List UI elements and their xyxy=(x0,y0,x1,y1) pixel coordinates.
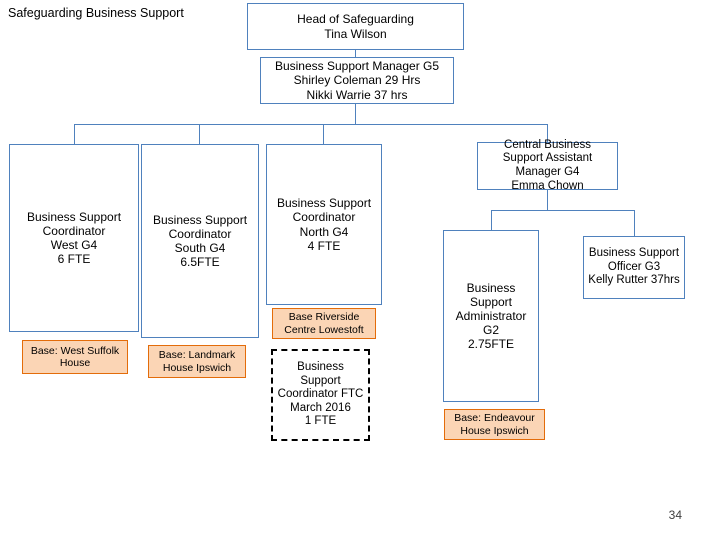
connector-head-to-manager xyxy=(355,50,356,62)
node-coord-north-line-3: North G4 xyxy=(299,224,349,239)
node-coord-west-line-3: West G4 xyxy=(50,238,98,252)
node-business-support-manager[interactable]: Business Support Manager G5 Shirley Cole… xyxy=(260,57,454,104)
page-number: 34 xyxy=(668,508,682,522)
node-base-west-line-2: House xyxy=(59,357,91,369)
node-officer-line-3: Kelly Rutter 37hrs xyxy=(588,274,680,287)
node-coord-west-line-2: Coordinator xyxy=(42,223,106,238)
node-coordinator-south[interactable]: Business Support Coordinator South G4 6.… xyxy=(141,144,259,338)
node-coord-south-line-3: South G4 xyxy=(174,241,226,255)
node-central-line-3: Manager G4 xyxy=(515,166,580,178)
connector-drop-officer xyxy=(634,210,635,236)
node-admin-line-3: Administrator xyxy=(455,308,527,323)
node-head-line-2: Tina Wilson xyxy=(324,26,387,41)
connector-drop-west xyxy=(74,124,75,144)
node-coord-south-line-2: Coordinator xyxy=(168,226,232,241)
node-coord-north-line-4: 4 FTE xyxy=(307,238,341,253)
node-coord-west-line-1: Business Support xyxy=(26,209,122,224)
node-ftc-line-3: Coordinator FTC xyxy=(277,388,364,401)
node-coordinator-north[interactable]: Business Support Coordinator North G4 4 … xyxy=(266,144,382,305)
connector-manager-bus xyxy=(74,124,548,125)
node-manager-line-2: Shirley Coleman 29 Hrs xyxy=(293,73,421,88)
node-admin-line-4: G2 xyxy=(482,323,499,338)
connector-drop-north xyxy=(323,124,324,144)
connector-drop-administrator xyxy=(491,210,492,230)
node-admin-line-1: Business xyxy=(466,280,516,295)
connector-manager-stem xyxy=(355,104,356,124)
node-base-endeavour-line-2: House Ipswich xyxy=(460,424,529,437)
node-admin-line-5: 2.75FTE xyxy=(467,337,515,352)
page-title: Safeguarding Business Support xyxy=(8,6,184,20)
node-officer-line-1: Business Support xyxy=(588,247,680,260)
node-central-line-1: Central Business xyxy=(504,138,591,151)
node-business-support-officer[interactable]: Business Support Officer G3 Kelly Rutter… xyxy=(583,236,685,299)
node-head-of-safeguarding[interactable]: Head of Safeguarding Tina Wilson xyxy=(247,3,464,50)
connector-central-stem xyxy=(547,190,548,210)
connector-drop-central xyxy=(547,124,548,142)
node-base-landmark[interactable]: Base: Landmark House Ipswich xyxy=(148,345,246,378)
node-base-west-suffolk[interactable]: Base: West Suffolk House xyxy=(22,340,128,374)
node-coordinator-west[interactable]: Business Support Coordinator West G4 6 F… xyxy=(9,144,139,332)
node-coord-north-line-2: Coordinator xyxy=(292,210,356,225)
connector-drop-south xyxy=(199,124,200,144)
node-base-landmark-line-1: Base: Landmark xyxy=(158,349,236,362)
node-base-endeavour-line-1: Base: Endeavour xyxy=(454,412,535,425)
node-base-riverside-line-1: Base Riverside xyxy=(288,311,360,324)
node-base-west-line-1: Base: West Suffolk xyxy=(30,344,120,357)
node-manager-line-3: Nikki Warrie 37 hrs xyxy=(306,87,408,102)
node-base-riverside-line-2: Centre Lowestoft xyxy=(284,323,364,336)
node-admin-line-2: Support xyxy=(469,294,513,309)
node-central-assistant-manager[interactable]: Central Business Support Assistant Manag… xyxy=(477,138,618,192)
node-coord-south-line-1: Business Support xyxy=(152,212,248,227)
node-ftc-line-4: March 2016 xyxy=(290,401,351,414)
node-head-line-1: Head of Safeguarding xyxy=(297,12,414,27)
node-business-support-administrator[interactable]: Business Support Administrator G2 2.75FT… xyxy=(443,230,539,402)
node-coord-south-line-4: 6.5FTE xyxy=(180,255,220,270)
connector-central-bus xyxy=(491,210,634,211)
node-base-landmark-line-2: House Ipswich xyxy=(162,361,232,374)
node-central-line-2: Support Assistant xyxy=(502,152,593,165)
node-base-riverside[interactable]: Base Riverside Centre Lowestoft xyxy=(272,308,376,339)
node-coordinator-ftc[interactable]: Business Support Coordinator FTC March 2… xyxy=(271,349,370,441)
node-ftc-line-1: Business xyxy=(297,361,344,374)
node-ftc-line-5: 1 FTE xyxy=(304,415,337,428)
node-coord-west-line-4: 6 FTE xyxy=(57,252,91,267)
node-base-endeavour[interactable]: Base: Endeavour House Ipswich xyxy=(444,409,545,440)
node-coord-north-line-1: Business Support xyxy=(276,196,372,211)
node-central-line-4: Emma Chown xyxy=(511,179,584,192)
node-officer-line-2: Officer G3 xyxy=(607,260,661,273)
node-manager-line-1: Business Support Manager G5 xyxy=(274,59,440,74)
node-ftc-line-2: Support xyxy=(300,374,341,387)
